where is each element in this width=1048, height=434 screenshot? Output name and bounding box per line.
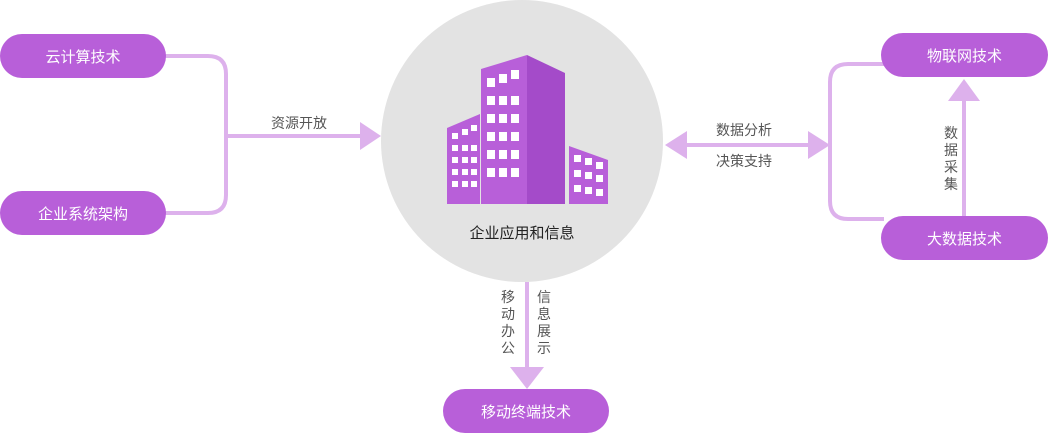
edge-label-resource-open: 资源开放: [271, 116, 327, 132]
mobile-arrowhead: [510, 367, 544, 389]
edge-label-data-collection: 数据采集: [944, 126, 958, 193]
analysis-arrowhead-left: [665, 131, 687, 159]
collection-arrowhead: [948, 79, 980, 101]
edge-label-mobile-office: 移动办公: [501, 290, 515, 357]
center-label: 企业应用和信息: [469, 224, 575, 242]
resource-open-arrowhead: [360, 122, 381, 150]
node-enterprise-architecture: 企业系统架构: [0, 191, 166, 235]
node-iot: 物联网技术: [881, 33, 1048, 77]
right-bracket-connector: [828, 62, 884, 221]
edge-label-decision-support: 决策支持: [716, 154, 772, 170]
left-bracket-connector: [160, 54, 228, 215]
node-cloud-computing: 云计算技术: [0, 34, 166, 78]
edge-label-data-analysis: 数据分析: [716, 123, 772, 139]
node-mobile-terminal: 移动终端技术: [443, 389, 609, 433]
edge-label-info-display: 信息展示: [537, 290, 551, 357]
analysis-arrowhead-right: [808, 131, 830, 159]
office-buildings-icon: [447, 55, 608, 204]
node-big-data: 大数据技术: [881, 216, 1048, 260]
